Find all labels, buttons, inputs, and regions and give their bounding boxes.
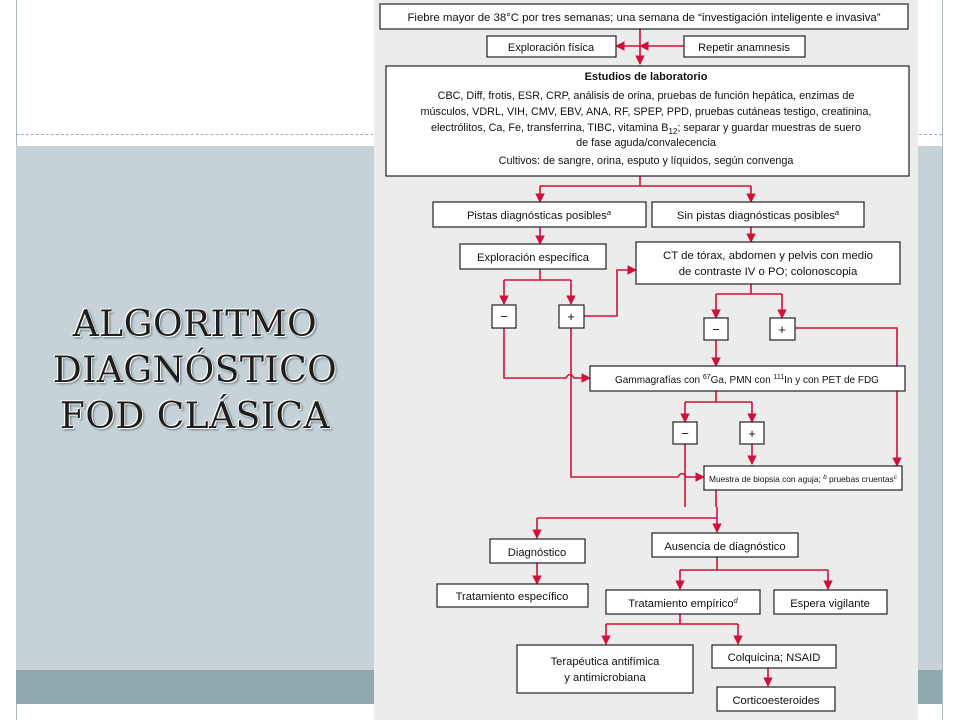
box-exploracion-fisica: Exploración física bbox=[486, 35, 617, 58]
exploracion-fisica-text: Exploración física bbox=[508, 42, 595, 54]
gammagrafias-text: Gammagrafías con 67Ga, PMN con 111In y c… bbox=[615, 374, 879, 386]
plus-lower-text: + bbox=[748, 426, 756, 441]
box-estudios-laboratorio: Estudios de laboratorio CBC, Diff, froti… bbox=[385, 65, 910, 177]
slide-title-line-2: DIAGNÓSTICO bbox=[52, 350, 338, 391]
fever-text: Fiebre mayor de 38°C por tres semanas; u… bbox=[407, 12, 880, 24]
box-repetir-anamnesis: Repetir anamnesis bbox=[683, 35, 806, 58]
box-sin-pistas: Sin pistas diagnósticas posiblesa bbox=[651, 201, 865, 228]
corticoesteroides-text: Corticoesteroides bbox=[732, 695, 819, 707]
pistas-text: Pistas diagnósticas posiblesa bbox=[467, 208, 611, 222]
plus-left-text: + bbox=[567, 309, 575, 324]
lab-line-5: Cultivos: de sangre, orina, esputo y líq… bbox=[499, 155, 794, 167]
ausencia-text: Ausencia de diagnóstico bbox=[664, 541, 785, 553]
lab-line-1: CBC, Diff, frotis, ESR, CRP, análisis de… bbox=[438, 90, 855, 102]
colquicina-text: Colquicina; NSAID bbox=[728, 652, 821, 664]
slide-title-line-3: FOD CLÁSICA bbox=[59, 396, 331, 437]
diagnostico-text: Diagnóstico bbox=[508, 547, 566, 559]
box-terapeutica: Terapéutica antifímica y antimicrobiana bbox=[516, 644, 694, 694]
box-plus-right: + bbox=[769, 317, 796, 341]
terapeutica-line-2: y antimicrobiana bbox=[564, 672, 646, 684]
box-colquicina: Colquicina; NSAID bbox=[711, 644, 837, 669]
box-espera-vigilante: Espera vigilante bbox=[773, 589, 888, 615]
slide-frame-right bbox=[942, 0, 943, 720]
box-ausencia-diagnostico: Ausencia de diagnóstico bbox=[651, 532, 799, 558]
slide-title-line-1: ALGORITMO bbox=[72, 304, 318, 345]
box-tratamiento-empirico: Tratamiento empíricod bbox=[605, 589, 761, 615]
slide-title: ALGORITMO DIAGNÓSTICO FOD CLÁSICA bbox=[30, 302, 360, 440]
box-corticoesteroides: Corticoesteroides bbox=[716, 686, 836, 712]
box-diagnostico: Diagnóstico bbox=[489, 538, 586, 564]
terapeutica-line-1: Terapéutica antifímica bbox=[551, 656, 661, 668]
box-minus-right: − bbox=[703, 317, 729, 341]
box-minus-left: − bbox=[491, 304, 517, 329]
box-plus-left: + bbox=[558, 304, 585, 329]
ct-line-2: de contraste IV o PO; colonoscopia bbox=[679, 266, 858, 278]
tratamiento-empirico-text: Tratamiento empíricod bbox=[628, 596, 738, 610]
sin-pistas-text: Sin pistas diagnósticas posiblesa bbox=[677, 208, 839, 222]
exploracion-especifica-text: Exploración específica bbox=[477, 252, 590, 264]
box-fever: Fiebre mayor de 38°C por tres semanas; u… bbox=[379, 3, 909, 30]
repetir-anamnesis-text: Repetir anamnesis bbox=[698, 42, 790, 54]
minus-right-text: − bbox=[712, 322, 720, 337]
lab-title: Estudios de laboratorio bbox=[585, 71, 708, 83]
box-minus-lower: − bbox=[672, 421, 698, 445]
lab-line-4: de fase aguda/convalecencia bbox=[576, 137, 716, 149]
espera-vigilante-text: Espera vigilante bbox=[790, 598, 870, 610]
minus-lower-text: − bbox=[681, 426, 689, 441]
lab-line-2: músculos, VDRL, VIH, CMV, EBV, ANA, RF, … bbox=[421, 106, 872, 118]
box-gammagrafias: Gammagrafías con 67Ga, PMN con 111In y c… bbox=[589, 365, 906, 392]
box-biopsia: Muestra de biopsia con aguja; b pruebas … bbox=[703, 465, 903, 491]
lab-line-3: electrólitos, Ca, Fe, transferrina, TIBC… bbox=[431, 122, 861, 136]
box-pistas-diagnosticas: Pistas diagnósticas posiblesa bbox=[432, 201, 647, 228]
box-ct: CT de tórax, abdomen y pelvis con medio … bbox=[635, 241, 901, 285]
box-tratamiento-especifico: Tratamiento específico bbox=[436, 583, 589, 608]
biopsia-text: Muestra de biopsia con aguja; b pruebas … bbox=[709, 474, 898, 484]
ct-line-1: CT de tórax, abdomen y pelvis con medio bbox=[663, 250, 873, 262]
minus-left-text: − bbox=[500, 309, 508, 324]
box-exploracion-especifica: Exploración específica bbox=[459, 243, 607, 270]
plus-right-text: + bbox=[778, 322, 786, 337]
box-plus-lower: + bbox=[739, 421, 765, 445]
flow-arrows bbox=[499, 29, 902, 687]
diagnostic-flowchart: Fiebre mayor de 38°C por tres semanas; u… bbox=[379, 3, 910, 712]
tratamiento-especifico-text: Tratamiento específico bbox=[456, 591, 569, 603]
